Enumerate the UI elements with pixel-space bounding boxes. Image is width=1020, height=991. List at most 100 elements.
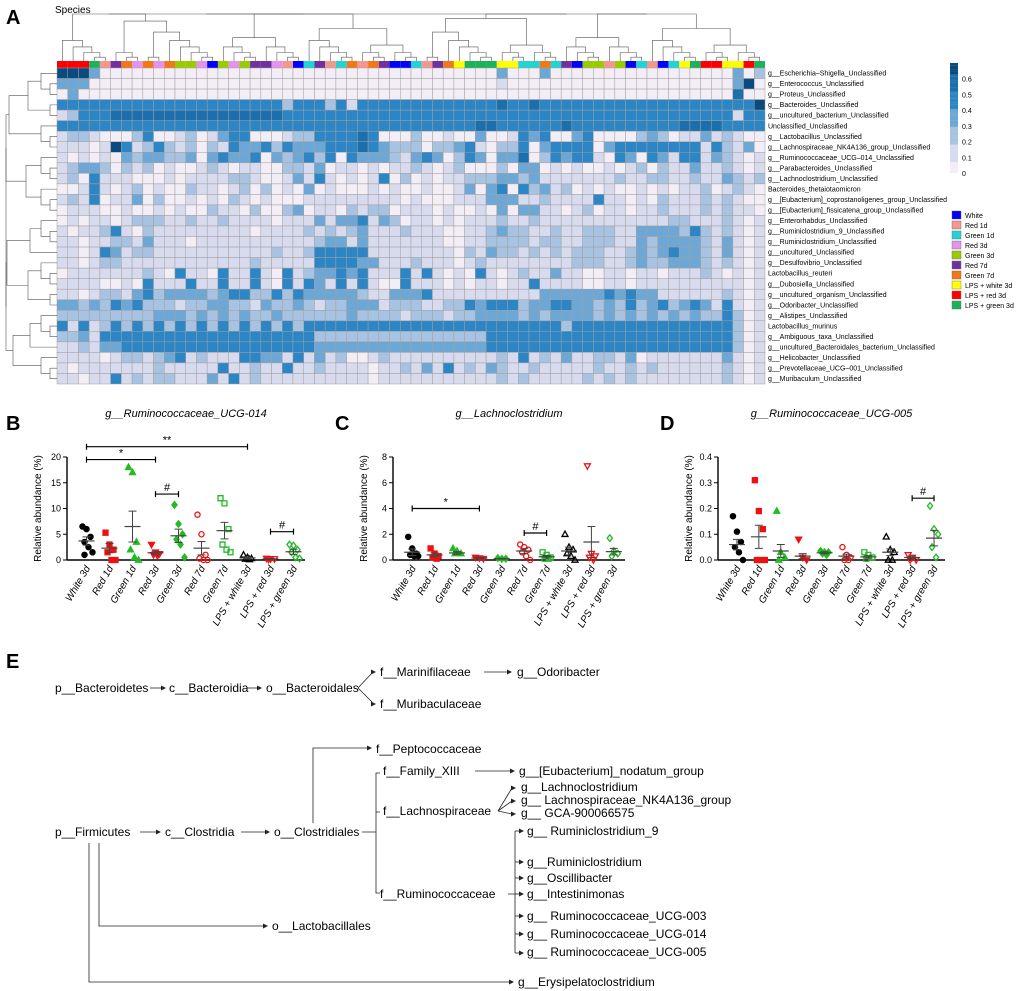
heatmap-cell	[121, 341, 133, 353]
heatmap-cell	[603, 267, 616, 279]
heatmap-cell	[99, 215, 111, 227]
heatmap-cell	[410, 246, 422, 258]
heatmap-cell	[593, 78, 605, 90]
heatmap-cell	[206, 320, 219, 332]
heatmap-cell	[196, 246, 208, 258]
heatmap-cell	[603, 194, 616, 206]
heatmap-cell	[56, 120, 68, 132]
heatmap-cell	[625, 109, 637, 121]
heatmap-cell	[67, 173, 79, 185]
heatmap-cell	[453, 88, 465, 100]
heatmap-cell	[689, 267, 701, 279]
heatmap-cell	[174, 362, 186, 374]
heatmap-cell	[550, 310, 562, 322]
heatmap-cell	[121, 162, 133, 174]
heatmap-cell	[357, 267, 369, 279]
heatmap-cell	[206, 278, 219, 290]
heatmap-cell	[56, 215, 68, 227]
heatmap-cell	[217, 109, 229, 121]
heatmap-cell	[357, 320, 369, 332]
heatmap-cell	[185, 267, 197, 279]
heatmap-cell	[153, 246, 165, 258]
heatmap-cell	[249, 246, 262, 258]
heatmap-cell	[582, 141, 594, 153]
row-label: g__Parabacteroides_Unclassified	[768, 165, 872, 172]
heatmap-cell	[571, 78, 583, 90]
row-label: g__Proteus_Unclassified	[768, 92, 846, 99]
heatmap-cell	[721, 310, 734, 322]
heatmap-cell	[464, 78, 476, 90]
heatmap-cell	[78, 299, 90, 311]
legend-label: Red 3d	[965, 243, 988, 250]
heatmap-cell	[271, 109, 283, 121]
heatmap-cell	[88, 331, 101, 343]
heatmap-cell	[78, 130, 90, 142]
heatmap-cell	[518, 215, 530, 227]
colorbar-segment	[950, 63, 958, 66]
heatmap-cell	[56, 173, 68, 185]
heatmap-cell	[475, 257, 487, 269]
taxon-g-ucg005: g__ Ruminococcaceae_UCG-005	[527, 945, 707, 959]
heatmap-cell	[528, 152, 540, 164]
heatmap-cell	[185, 288, 197, 300]
heatmap-cell	[217, 267, 229, 279]
heatmap-cell	[88, 162, 101, 174]
heatmap-cell	[410, 141, 422, 153]
heatmap-cell	[625, 141, 637, 153]
colorbar-tick: 0.1	[962, 155, 972, 162]
data-point	[85, 543, 92, 551]
heatmap-cell	[571, 194, 583, 206]
colorbar-segment	[950, 120, 958, 123]
heatmap-cell	[689, 173, 701, 185]
column-dendrogram-branch	[153, 31, 180, 58]
heatmap-cell	[99, 373, 111, 385]
heatmap-cell	[475, 215, 487, 227]
group-color-cell	[507, 61, 519, 68]
heatmap-cell	[56, 362, 68, 374]
heatmap-cell	[421, 299, 433, 311]
heatmap-cell	[453, 162, 465, 174]
heatmap-cell	[485, 162, 498, 174]
group-color-cell	[282, 61, 293, 68]
heatmap-cell	[636, 225, 648, 237]
heatmap-cell	[700, 331, 712, 343]
heatmap-cell	[668, 362, 680, 374]
heatmap-cell	[324, 78, 337, 90]
heatmap-cell	[668, 215, 680, 227]
heatmap-cell	[421, 130, 433, 142]
heatmap-cell	[571, 162, 583, 174]
heatmap-cell	[625, 194, 637, 206]
heatmap-cell	[732, 236, 744, 248]
heatmap-cell	[560, 320, 573, 332]
heatmap-cell	[518, 78, 530, 90]
heatmap-cell	[228, 120, 240, 132]
heatmap-cell	[550, 215, 562, 227]
heatmap-cell	[292, 331, 304, 343]
heatmap-cell	[357, 152, 369, 164]
heatmap-cell	[668, 183, 680, 195]
heatmap-cell	[282, 88, 294, 100]
heatmap-cell	[131, 236, 144, 248]
heatmap-cell	[743, 152, 755, 164]
heatmap-cell	[496, 246, 508, 258]
heatmap-cell	[314, 152, 326, 164]
heatmap-cell	[335, 310, 347, 322]
row-dendrogram-branch	[40, 315, 57, 332]
heatmap-cell	[539, 352, 551, 364]
heatmap-cell	[367, 215, 380, 227]
heatmap-cell	[721, 88, 734, 100]
column-dendrogram-branch	[370, 44, 404, 53]
y-tick-label: 6	[382, 478, 387, 488]
colorbar-segment	[950, 85, 958, 88]
column-dendrogram-branch	[94, 56, 106, 61]
heatmap-cell	[367, 320, 380, 332]
colorbar-segment	[950, 100, 958, 103]
heatmap-cell	[485, 109, 498, 121]
heatmap-cell	[164, 362, 176, 374]
heatmap-cell	[206, 130, 219, 142]
heatmap-cell	[700, 152, 712, 164]
heatmap-cell	[432, 88, 444, 100]
heatmap-cell	[625, 99, 637, 111]
heatmap-cell	[528, 246, 540, 258]
heatmap-cell	[475, 320, 487, 332]
